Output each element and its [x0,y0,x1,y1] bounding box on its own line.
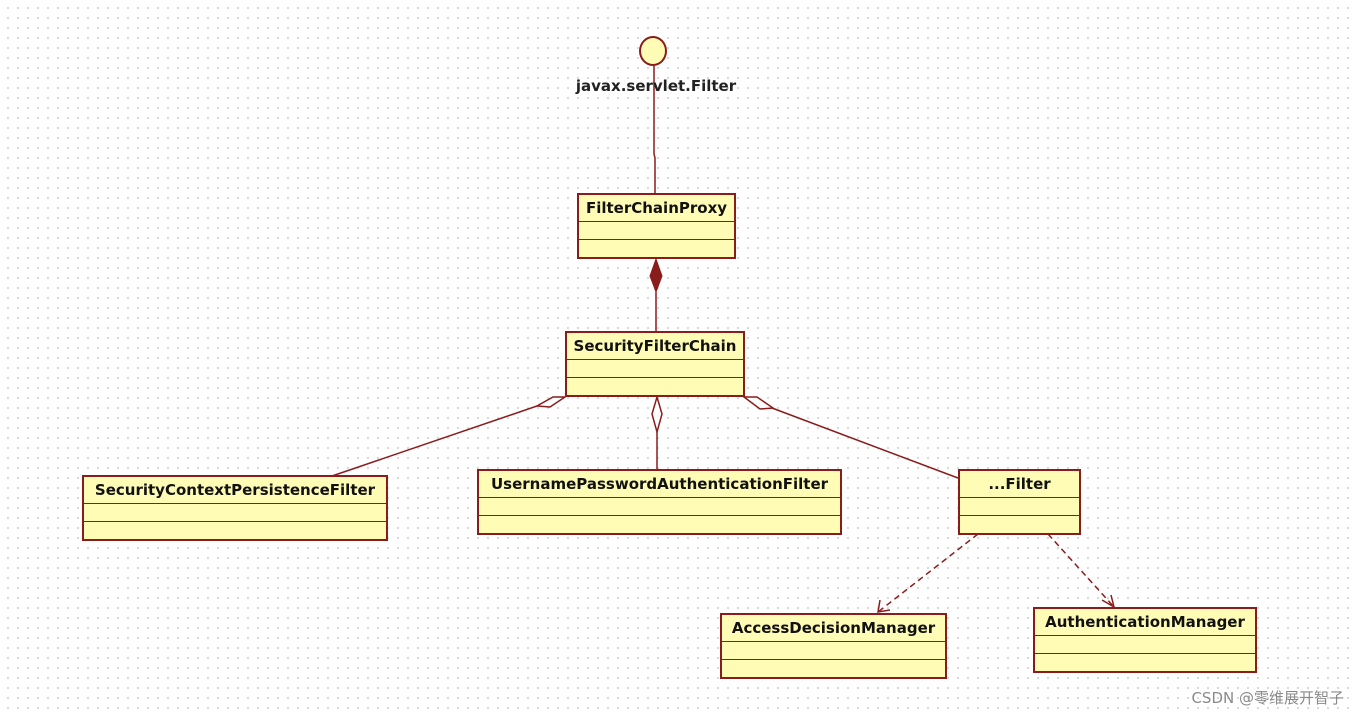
filter-chain-proxy-class[interactable]: FilterChainProxy [577,193,736,259]
attributes-compartment [960,498,1079,515]
access-decision-manager-class[interactable]: AccessDecisionManager [720,613,947,679]
realization-line [653,66,656,195]
attributes-compartment [1035,636,1255,653]
operations-compartment [1035,653,1255,671]
aggregation-diamond-left [534,396,568,408]
csdn-watermark: CSDN @零维展开智子 [1191,689,1344,707]
operations-compartment [567,377,743,395]
class-name: SecurityContextPersistenceFilter [84,477,386,504]
dependency-line-authentication [1047,533,1115,608]
filter-interface-icon [639,36,667,66]
composition-diamond [649,257,663,294]
aggregation-diamond-center [651,394,663,435]
other-filter-class[interactable]: ...Filter [958,469,1081,535]
operations-compartment [722,659,945,677]
operations-compartment [960,515,1079,533]
aggregation-diamond-right [741,396,776,410]
class-name: ...Filter [960,471,1079,498]
class-name: FilterChainProxy [579,195,734,222]
operations-compartment [479,515,840,533]
attributes-compartment [567,360,743,377]
class-name: UsernamePasswordAuthenticationFilter [479,471,840,498]
aggregation-line-left [331,405,538,477]
dependency-arrowhead-access [877,599,891,613]
security-filter-chain-class[interactable]: SecurityFilterChain [565,331,745,397]
attributes-compartment [84,504,386,521]
class-name: SecurityFilterChain [567,333,743,360]
filter-interface-label: javax.servlet.Filter [575,77,737,95]
class-name: AuthenticationManager [1035,609,1255,636]
attributes-compartment [722,642,945,659]
username-password-authentication-filter-class[interactable]: UsernamePasswordAuthenticationFilter [477,469,842,535]
attributes-compartment [479,498,840,515]
operations-compartment [579,239,734,257]
authentication-manager-class[interactable]: AuthenticationManager [1033,607,1257,673]
aggregation-line-right [771,407,959,479]
class-name: AccessDecisionManager [722,615,945,642]
operations-compartment [84,521,386,539]
dependency-line-access [877,533,979,613]
attributes-compartment [579,222,734,239]
security-context-persistence-filter-class[interactable]: SecurityContextPersistenceFilter [82,475,388,541]
